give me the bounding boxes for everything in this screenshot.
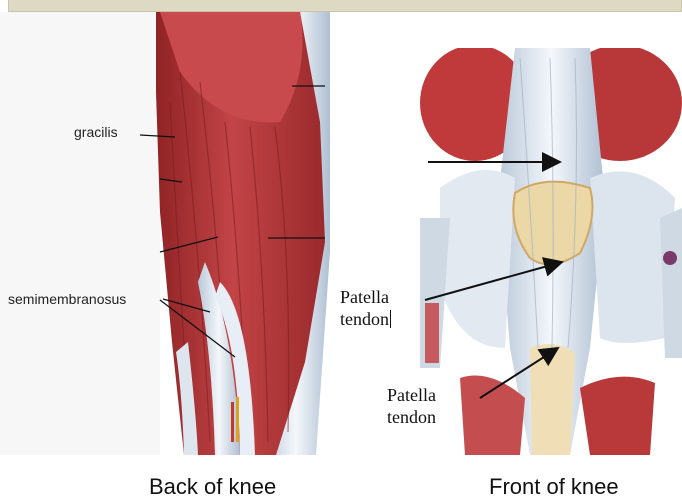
label-patella-tendon-lower: Patella tendon: [387, 384, 436, 428]
label-tendon-line2: tendon: [340, 308, 391, 330]
front-knee-arrows: [330, 140, 570, 420]
caption-front-of-knee: Front of knee: [489, 474, 619, 500]
header-bar: [8, 0, 682, 12]
back-of-knee-illustration: [0, 12, 330, 455]
label-gracilis: gracilis: [74, 124, 118, 140]
label-semimembranosus: semimembranosus: [8, 291, 126, 307]
arrow-lower: [480, 348, 558, 398]
text-cursor: [390, 310, 391, 328]
arrow-middle: [425, 262, 562, 300]
label-patella-line1: Patella: [340, 286, 391, 308]
caption-back-of-knee: Back of knee: [149, 474, 276, 500]
label-patella-line1: Patella: [387, 384, 436, 406]
label-tendon-line2: tendon: [387, 406, 436, 428]
label-patella-tendon-upper: Patella tendon: [340, 286, 391, 330]
back-knee-anatomy-art: [0, 12, 330, 455]
